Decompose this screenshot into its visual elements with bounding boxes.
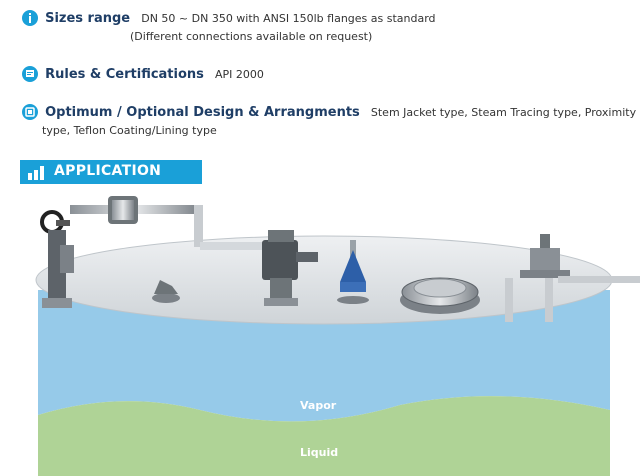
bar-chart-icon — [28, 165, 48, 184]
top-pipe — [70, 196, 290, 250]
design-heading: Optimum / Optional Design & Arrangments — [45, 105, 360, 120]
right-valve-assembly — [505, 234, 640, 322]
design-line1: Stem Jacket type, Steam Tracing type, Pr… — [370, 106, 637, 119]
small-hatch — [152, 280, 180, 303]
tank-illustration — [35, 196, 640, 476]
liquid-label: Liquid — [300, 446, 339, 459]
sizes-section: Sizes range DN 50 ~ DN 350 with ANSI 150… — [22, 8, 436, 27]
sizes-heading: Sizes range — [45, 11, 131, 26]
rules-heading: Rules & Certifications — [45, 67, 204, 82]
certificate-icon — [22, 65, 38, 82]
info-icon — [22, 9, 38, 26]
tank-roof — [35, 235, 613, 325]
liquid-zone — [38, 396, 610, 476]
design-line2: type, Teflon Coating/Lining type — [42, 124, 217, 137]
application-banner: APPLICATION — [20, 160, 202, 184]
rules-value: API 2000 — [215, 68, 264, 81]
sizes-line1: DN 50 ~ DN 350 with ANSI 150lb flanges a… — [141, 12, 436, 25]
gauge-hatch-device — [40, 210, 74, 308]
pressure-valve — [262, 230, 318, 306]
design-section: Optimum / Optional Design & Arrangments … — [22, 102, 636, 121]
rules-section: Rules & Certifications API 2000 — [22, 64, 264, 83]
manhole-cover — [400, 277, 480, 314]
sizes-line2: (Different connections available on requ… — [130, 30, 373, 43]
cone-vent — [337, 240, 369, 304]
vapor-label: Vapor — [300, 399, 337, 412]
vapor-zone — [38, 290, 610, 422]
application-title: APPLICATION — [54, 163, 162, 179]
design-icon — [22, 103, 38, 120]
